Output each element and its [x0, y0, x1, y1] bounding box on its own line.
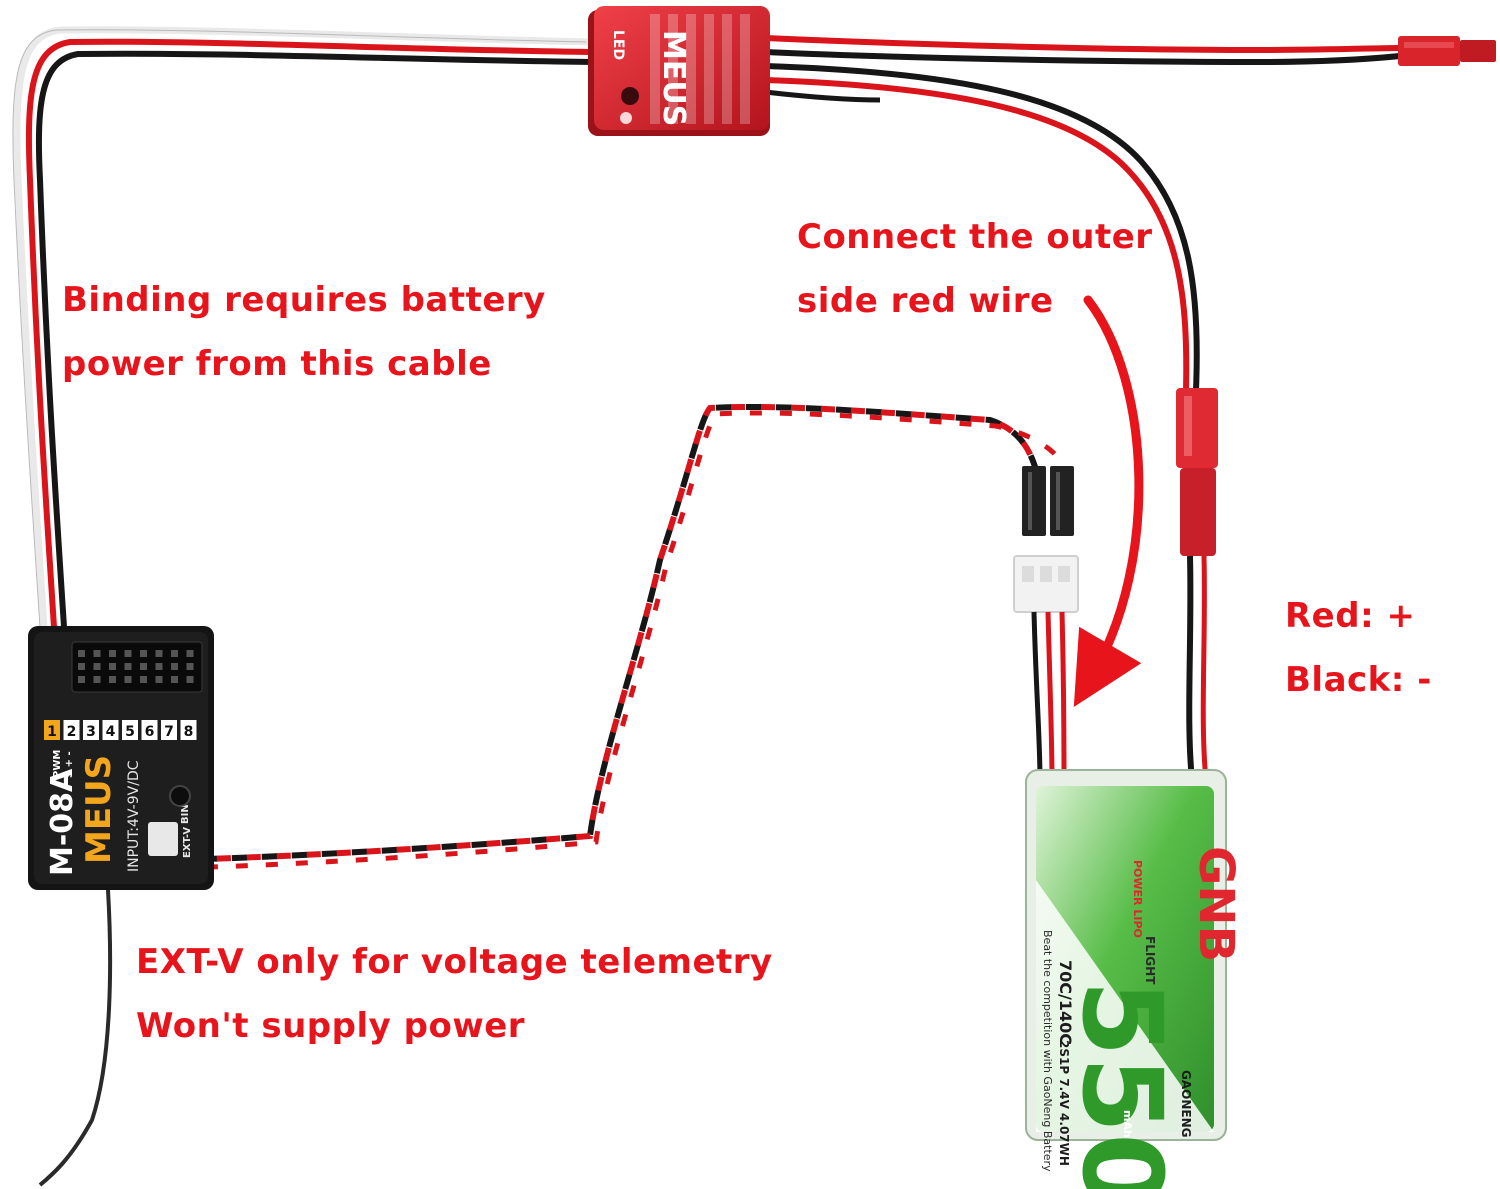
binding-note: Binding requires battery power from this… — [62, 268, 546, 396]
header-pin — [186, 676, 194, 683]
channel-box — [83, 720, 99, 740]
extv-note-line-1: EXT-V only for voltage telemetry — [136, 942, 773, 982]
channel-number: 8 — [184, 724, 194, 740]
header-pin — [140, 676, 147, 683]
outer-wire-note-line-2: side red wire — [797, 281, 1054, 321]
jst-plug-top — [1398, 36, 1496, 66]
receiver-input-label: INPUT:4V-9V/DC — [126, 760, 142, 872]
battery-rating: 70C/140C — [1056, 960, 1075, 1045]
battery-flight-label: FLIGHT — [1143, 936, 1157, 985]
esc-brand: MEUS — [656, 30, 691, 126]
header-pin — [155, 650, 163, 657]
header-pin — [171, 650, 178, 657]
binding-note-line-2: power from this cable — [62, 344, 492, 384]
header-pin — [93, 676, 101, 683]
receiver-pin-label: S + - — [64, 751, 75, 778]
receiver-servo-cable — [12, 26, 597, 694]
battery-power-label: POWER LIPO — [1131, 860, 1144, 938]
header-pin — [78, 663, 85, 670]
channel-box — [141, 720, 158, 740]
battery-unit: mAh — [1121, 1110, 1134, 1138]
channel-number: 3 — [86, 724, 96, 740]
header-pin — [140, 650, 147, 657]
header-pin — [171, 676, 178, 683]
polarity-red: Red: + — [1285, 596, 1416, 636]
channel-number: 6 — [145, 724, 155, 740]
outer-wire-note-line-1: Connect the outer — [797, 217, 1153, 257]
receiver-pwm-label: PWM — [52, 750, 63, 778]
battery-brand: GNB — [1188, 846, 1244, 962]
channel-box — [180, 720, 197, 740]
header-pin — [109, 650, 116, 657]
header-pin — [155, 663, 163, 670]
battery-spec: 2S1P 7.4V 4.07WH — [1057, 1040, 1071, 1166]
channel-number: 4 — [106, 724, 116, 740]
channel-box — [63, 720, 80, 740]
channel-number: 7 — [164, 724, 174, 740]
receiver-bind-label: BIND — [180, 796, 191, 824]
esc-led-label: LED — [610, 30, 626, 60]
header-pin — [124, 676, 132, 683]
battery-maker: GAONENG — [1179, 1070, 1193, 1137]
header-pin — [155, 676, 163, 683]
header-pin — [186, 650, 194, 657]
header-pin — [124, 663, 132, 670]
channel-number: 5 — [125, 724, 135, 740]
header-pin — [93, 663, 101, 670]
red-wire-arrow — [1073, 295, 1144, 708]
channel-box — [122, 720, 138, 740]
receiver-extv-label: EXT-V — [182, 827, 193, 858]
header-pin — [171, 663, 178, 670]
header-pin — [140, 663, 147, 670]
receiver-model: M-08A — [45, 768, 80, 876]
channel-box — [161, 720, 177, 740]
channel-box — [102, 720, 119, 740]
header-pin — [78, 676, 85, 683]
binding-note-line-1: Binding requires battery — [62, 280, 546, 320]
channel-number: 2 — [67, 724, 77, 740]
esc-battery-leads — [764, 35, 1401, 391]
header-pin — [93, 650, 101, 657]
polarity-black: Black: - — [1285, 660, 1432, 700]
header-pin — [109, 663, 116, 670]
esc-module: LED MEUS — [588, 6, 770, 136]
header-pin — [124, 650, 132, 657]
channel-number: 1 — [47, 724, 57, 740]
channel-box — [44, 720, 60, 740]
polarity-note: Red: + Black: - — [1285, 584, 1432, 712]
header-pin — [186, 663, 194, 670]
battery-tagline: Beat the competition with GaoNeng Batter… — [1041, 930, 1054, 1172]
extv-note: EXT-V only for voltage telemetry Won't s… — [136, 930, 773, 1058]
antenna — [38, 889, 113, 1187]
lipo-battery: GNB FLIGHT POWER LIPO 550 70C/140C 2S1P … — [1025, 769, 1244, 1189]
extv-twisted-wire — [171, 403, 1079, 871]
header-pin — [78, 650, 85, 657]
outer-wire-note: Connect the outer side red wire — [797, 205, 1153, 333]
jst-connector-battery — [1176, 388, 1218, 781]
header-pin — [109, 676, 116, 683]
extv-note-line-2: Won't supply power — [136, 1006, 526, 1046]
receiver-brand: MEUS — [79, 755, 119, 864]
battery-capacity: 550 — [1058, 980, 1186, 1189]
